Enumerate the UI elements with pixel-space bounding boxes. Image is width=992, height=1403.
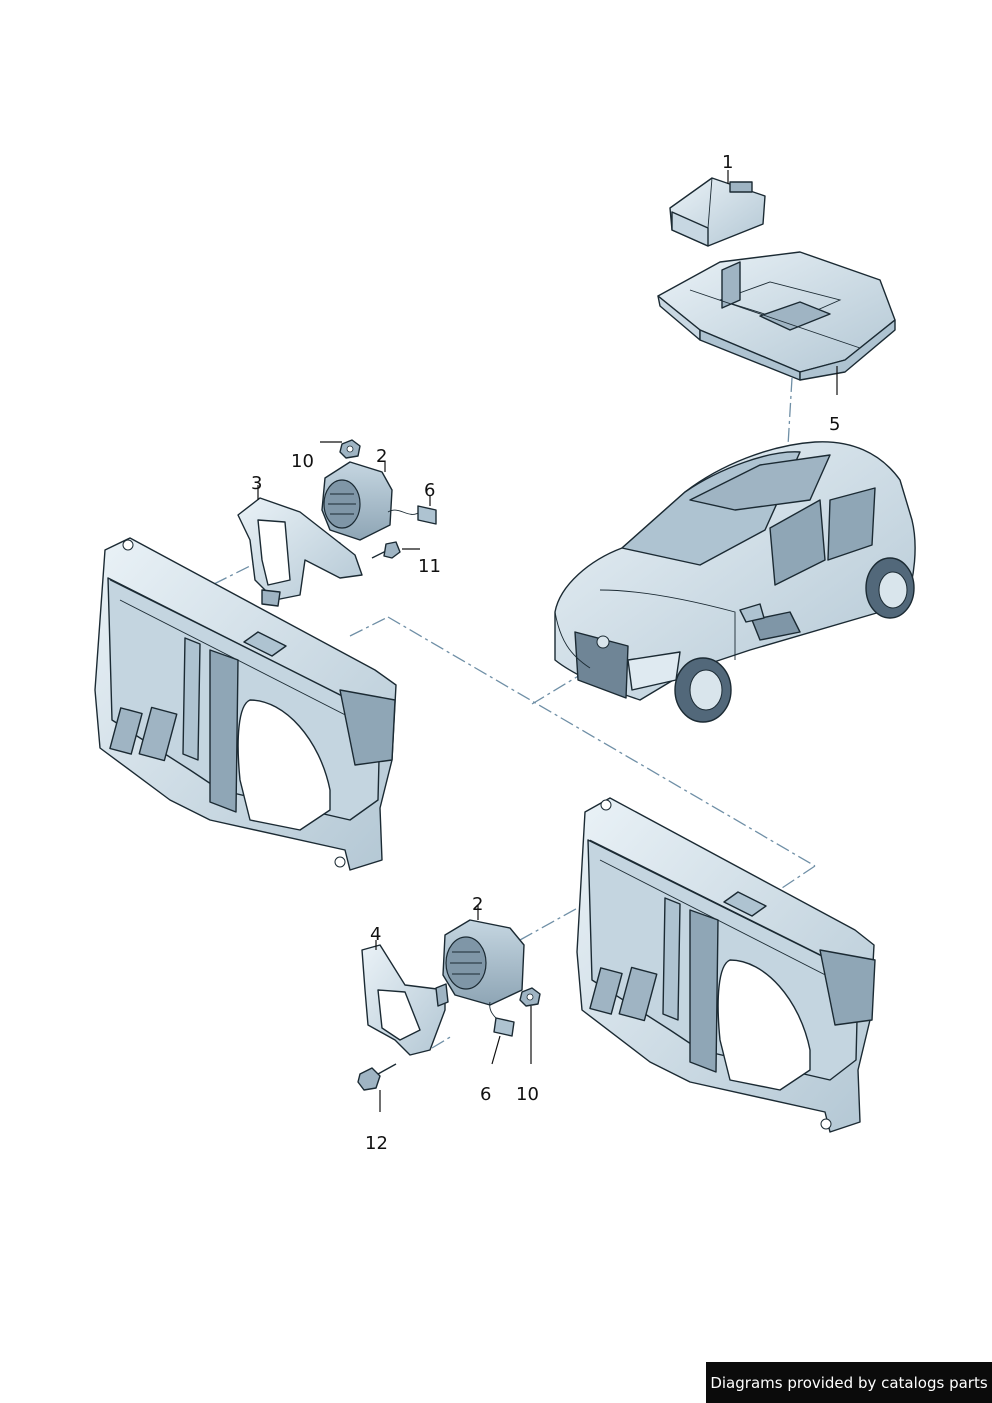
connector-part-6-lower [489, 1001, 515, 1037]
callout-4: 4 [370, 924, 381, 945]
callout-6-upper: 6 [424, 480, 435, 501]
bolt-part-12 [357, 1063, 397, 1091]
front-end-carrier-left [94, 537, 397, 871]
callout-2-lower: 2 [472, 894, 483, 915]
callout-5: 5 [829, 414, 840, 435]
callout-6-lower: 6 [480, 1084, 491, 1105]
connector-part-6-upper [387, 505, 437, 525]
nut-part-10-upper [339, 439, 361, 459]
horn-part-2-upper [321, 461, 393, 541]
callout-1: 1 [722, 152, 733, 173]
bolt-part-11 [371, 541, 401, 559]
control-unit-part-1 [669, 177, 766, 247]
sensor-bracket-part-3 [237, 497, 363, 607]
callout-10-lower: 10 [516, 1084, 539, 1105]
callout-10-upper: 10 [291, 451, 314, 472]
callout-11: 11 [418, 556, 441, 577]
callout-2-upper: 2 [376, 446, 387, 467]
front-end-carrier-right [576, 797, 876, 1133]
leader-lines [257, 170, 838, 1112]
callout-3: 3 [251, 473, 262, 494]
bracket-tray-part-5 [657, 251, 896, 381]
sensor-bracket-part-4 [361, 944, 449, 1056]
nut-part-10-lower [519, 987, 541, 1007]
callout-labels: 1 5 10 2 6 3 11 2 4 6 10 12 [251, 152, 840, 1154]
attribution-text: Diagrams provided by catalogs parts [710, 1373, 988, 1392]
car-illustration [554, 441, 916, 723]
attribution-footer: Diagrams provided by catalogs parts [706, 1362, 992, 1403]
callout-12: 12 [365, 1133, 388, 1154]
horn-part-2-lower [442, 919, 525, 1006]
